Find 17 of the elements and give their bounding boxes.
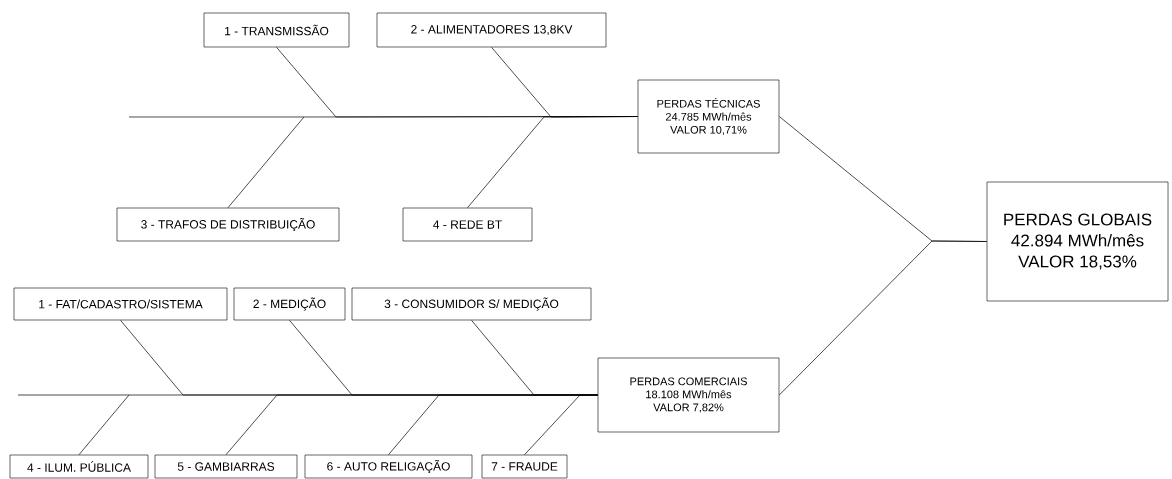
cause-box: 3 - TRAFOS DE DISTRIBUIÇÃO xyxy=(116,207,340,242)
effect-box: PERDAS COMERCIAIS 18.108 MWh/mês VALOR 7,82% xyxy=(597,357,780,433)
effect-box: PERDAS TÉCNICAS 24.785 MWh/mês VALOR 10,71% xyxy=(637,79,780,154)
cause-box: 4 - ILUM. PÚBLICA xyxy=(9,454,149,479)
cause-box: 2 - ALIMENTADORES 13,8KV xyxy=(376,12,607,48)
cause-box: 6 - AUTO RELIGAÇÃO xyxy=(304,454,473,479)
cause-box: 5 - GAMBIARRAS xyxy=(154,454,298,479)
connector-line xyxy=(778,240,988,396)
connector-line xyxy=(524,394,599,456)
cause-box: 7 - FRAUDE xyxy=(481,454,568,479)
cause-box: 3 - CONSUMIDOR S/ MEDIÇÃO xyxy=(351,287,592,321)
cause-box: 4 - REDE BT xyxy=(402,207,533,242)
cause-box: 1 - TRANSMISSÃO xyxy=(203,12,350,48)
cause-box: 2 - MEDIÇÃO xyxy=(233,287,346,321)
effect-box: PERDAS GLOBAIS 42.894 MWh/mês VALOR 18,53% xyxy=(986,181,1169,302)
connector-line xyxy=(467,116,639,209)
cause-box: 1 - FAT/CADASTRO/SISTEMA xyxy=(13,287,228,321)
